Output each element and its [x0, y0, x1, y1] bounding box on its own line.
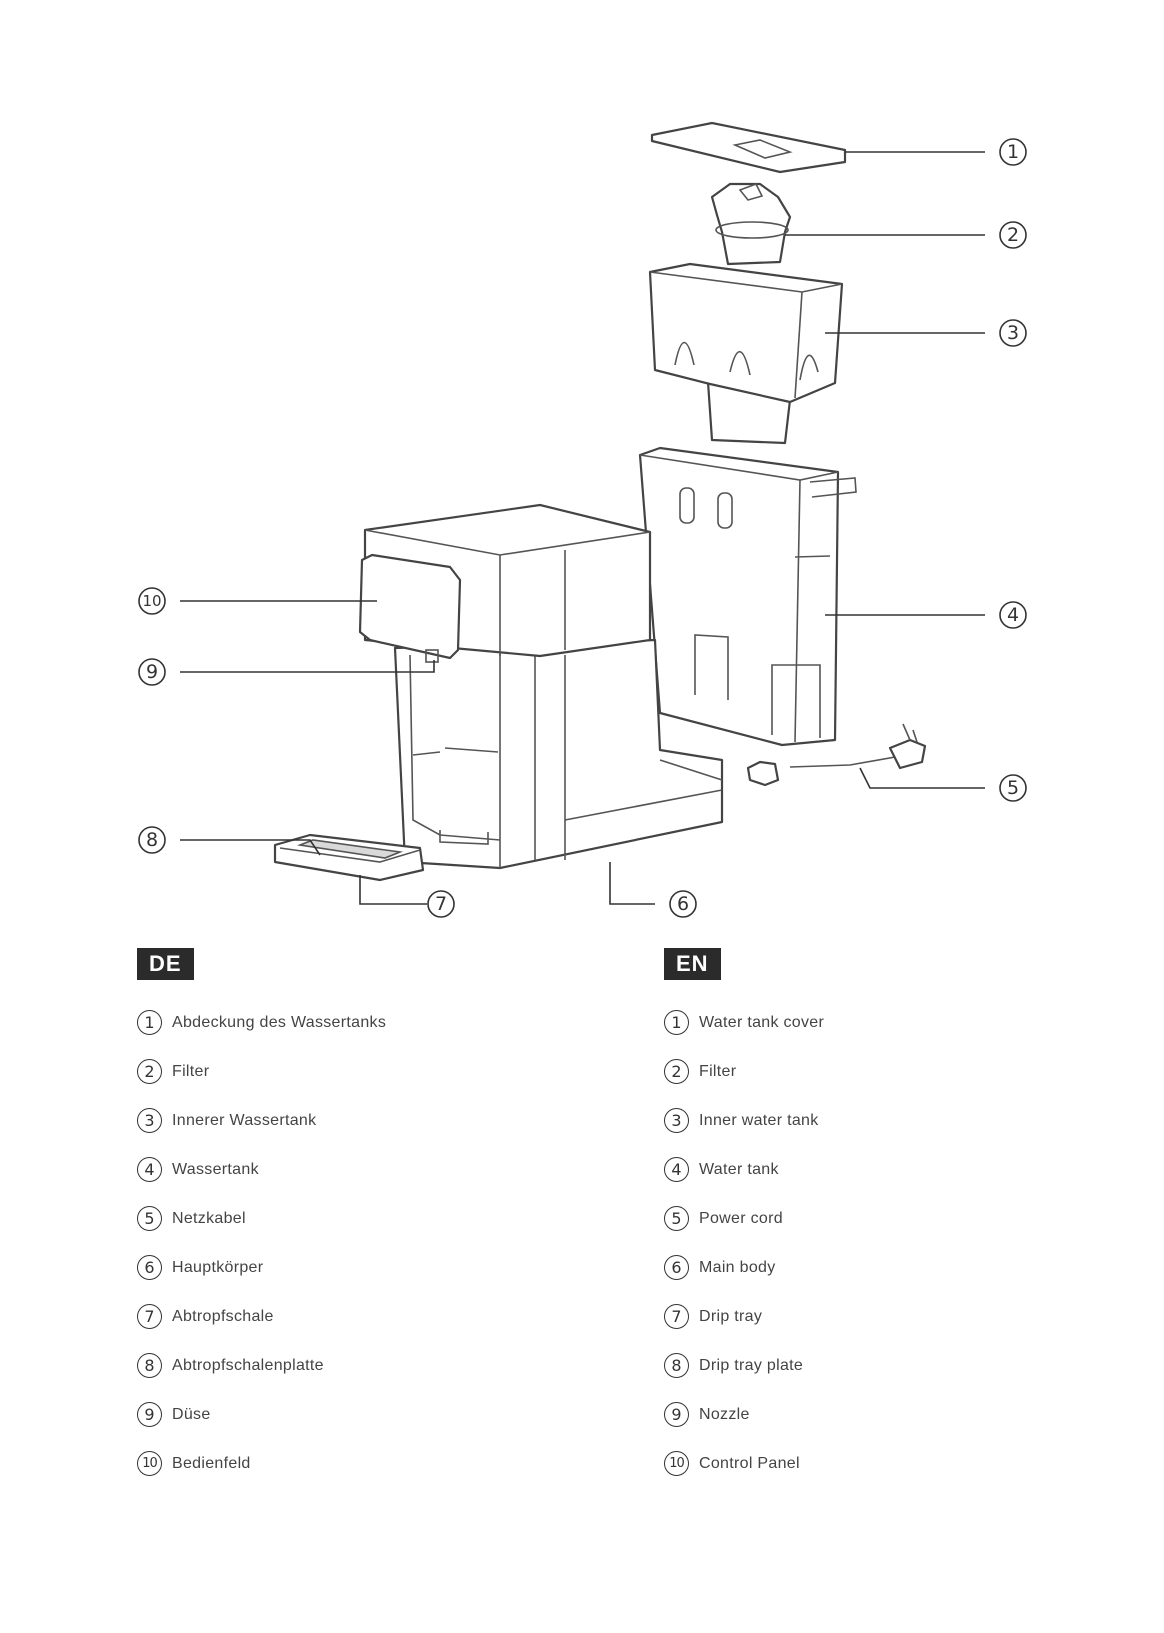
callout-1: 1 [999, 138, 1027, 166]
legend-label: Drip tray [699, 1307, 763, 1325]
legend-number: 4 [137, 1157, 162, 1182]
main-body-drawing [358, 503, 724, 870]
legend-label: Control Panel [699, 1454, 800, 1472]
legend-number: 6 [137, 1255, 162, 1280]
legend-label: Düse [172, 1405, 211, 1423]
legend-label: Abtropfschale [172, 1307, 274, 1325]
legend-item: 9 Düse [137, 1390, 597, 1439]
legend-label: Filter [172, 1062, 210, 1080]
callout-10: 10 [138, 587, 166, 615]
legend-number: 10 [664, 1451, 689, 1476]
legend-label: Hauptkörper [172, 1258, 264, 1276]
legend-label: Water tank cover [699, 1013, 825, 1031]
legend-number: 9 [137, 1402, 162, 1427]
svg-text:9: 9 [146, 661, 158, 683]
callout-9: 9 [138, 658, 166, 686]
water-tank-drawing [638, 446, 857, 747]
legend-item: 4 Wassertank [137, 1145, 597, 1194]
legend-label: Filter [699, 1062, 737, 1080]
language-tag-de: DE [137, 948, 194, 980]
svg-text:8: 8 [146, 829, 158, 851]
exploded-product-diagram: 1 2 3 4 5 6 7 8 9 10 [138, 121, 1027, 918]
legend-number: 5 [137, 1206, 162, 1231]
legend-item: 8 Abtropfschalenplatte [137, 1341, 597, 1390]
svg-text:4: 4 [1007, 604, 1019, 626]
legend-number: 5 [664, 1206, 689, 1231]
legend-english: EN 1 Water tank cover 2 Filter 3 Inner wate… [664, 948, 1124, 1488]
legend-item: 8 Drip tray plate [664, 1341, 1124, 1390]
svg-text:2: 2 [1007, 224, 1019, 246]
svg-text:7: 7 [435, 893, 447, 915]
legend-number: 1 [137, 1010, 162, 1035]
legend-label: Nozzle [699, 1405, 750, 1423]
legend-number: 3 [137, 1108, 162, 1133]
legend-number: 1 [664, 1010, 689, 1035]
legend-number: 8 [137, 1353, 162, 1378]
callout-5: 5 [999, 774, 1027, 802]
svg-text:10: 10 [142, 592, 161, 610]
legend-label: Netzkabel [172, 1209, 246, 1227]
svg-text:6: 6 [677, 893, 689, 915]
legend-number: 3 [664, 1108, 689, 1133]
language-tag-en: EN [664, 948, 721, 980]
legend-number: 2 [137, 1059, 162, 1084]
legend-item: 2 Filter [664, 1047, 1124, 1096]
callout-3: 3 [999, 319, 1027, 347]
legend-item: 2 Filter [137, 1047, 597, 1096]
legend-list-de: 1 Abdeckung des Wassertanks 2 Filter 3 Inne… [137, 998, 597, 1488]
svg-text:1: 1 [1007, 141, 1019, 163]
legend-item: 1 Abdeckung des Wassertanks [137, 998, 597, 1047]
legend-label: Abtropfschalenplatte [172, 1356, 324, 1374]
legend-item: 9 Nozzle [664, 1390, 1124, 1439]
legend-number: 2 [664, 1059, 689, 1084]
legend-item: 3 Innerer Wassertank [137, 1096, 597, 1145]
legend-number: 4 [664, 1157, 689, 1182]
legend-number: 7 [664, 1304, 689, 1329]
legend-item: 1 Water tank cover [664, 998, 1124, 1047]
legend-item: 5 Power cord [664, 1194, 1124, 1243]
legend-label: Innerer Wassertank [172, 1111, 317, 1129]
inner-water-tank-drawing [648, 262, 844, 445]
legend-label: Abdeckung des Wassertanks [172, 1013, 387, 1031]
legend-label: Wassertank [172, 1160, 259, 1178]
legend-label: Power cord [699, 1209, 783, 1227]
legend-label: Water tank [699, 1160, 779, 1178]
legend-number: 7 [137, 1304, 162, 1329]
legend-item: 6 Main body [664, 1243, 1124, 1292]
legend-item: 5 Netzkabel [137, 1194, 597, 1243]
callout-6: 6 [669, 890, 697, 918]
legend-number: 6 [664, 1255, 689, 1280]
legend-item: 7 Abtropfschale [137, 1292, 597, 1341]
power-cord-drawing [746, 723, 927, 787]
legend-label: Bedienfeld [172, 1454, 251, 1472]
legend-number: 9 [664, 1402, 689, 1427]
legend-item: 3 Inner water tank [664, 1096, 1124, 1145]
legend-item: 6 Hauptkörper [137, 1243, 597, 1292]
filter-drawing [710, 182, 792, 266]
water-tank-cover-drawing [650, 121, 847, 174]
drip-tray-drawing [273, 833, 425, 882]
callout-leaders [180, 151, 985, 905]
callout-8: 8 [138, 826, 166, 854]
callout-4: 4 [999, 601, 1027, 629]
legend-list-en: 1 Water tank cover 2 Filter 3 Inner water t… [664, 998, 1124, 1488]
legend-label: Drip tray plate [699, 1356, 804, 1374]
callout-7: 7 [427, 890, 455, 918]
legend-item: 10 Control Panel [664, 1439, 1124, 1488]
callout-2: 2 [999, 221, 1027, 249]
svg-text:5: 5 [1007, 777, 1019, 799]
legend-label: Inner water tank [699, 1111, 819, 1129]
legend-item: 7 Drip tray [664, 1292, 1124, 1341]
legend-item: 10 Bedienfeld [137, 1439, 597, 1488]
legend-number: 10 [137, 1451, 162, 1476]
legend-label: Main body [699, 1258, 776, 1276]
svg-text:3: 3 [1007, 322, 1019, 344]
legend-item: 4 Water tank [664, 1145, 1124, 1194]
legend-number: 8 [664, 1353, 689, 1378]
